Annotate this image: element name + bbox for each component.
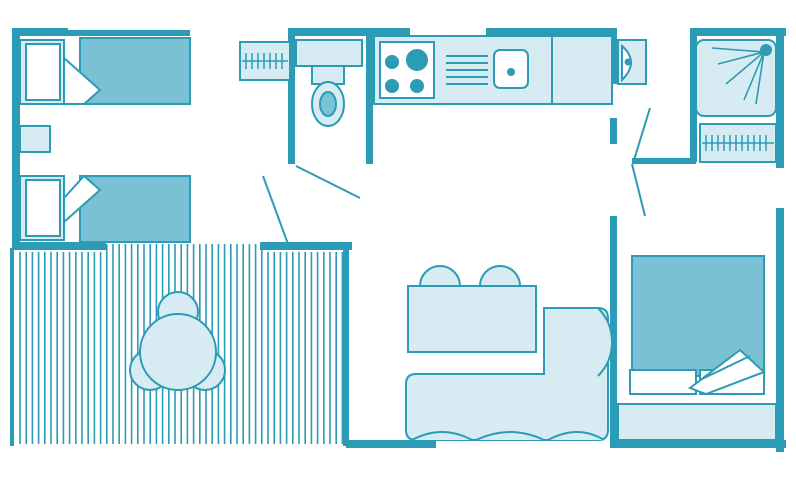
shower-door — [633, 107, 651, 161]
twin-bed-bottom — [19, 174, 191, 243]
toilet — [295, 39, 363, 127]
drainer-icon — [446, 55, 488, 85]
sofa-icon — [405, 307, 614, 441]
door-swings — [262, 107, 651, 245]
shower-room-wardrobe — [699, 123, 777, 163]
toilet-door — [295, 165, 361, 199]
wash-basin — [617, 39, 647, 85]
twin-bedroom-wardrobe — [239, 41, 291, 81]
twin-bed-top — [19, 37, 191, 105]
twin-bedroom-door — [262, 175, 289, 245]
shower-icon — [695, 39, 777, 117]
double-bed-icon — [617, 255, 777, 441]
dining-table — [407, 285, 537, 353]
walls — [12, 28, 786, 452]
terrace-table-with-chairs — [129, 291, 226, 391]
dining-chairs — [418, 265, 522, 287]
terrace — [10, 244, 352, 446]
kitchen-counter — [373, 35, 613, 105]
master-bedroom-door — [631, 163, 646, 217]
